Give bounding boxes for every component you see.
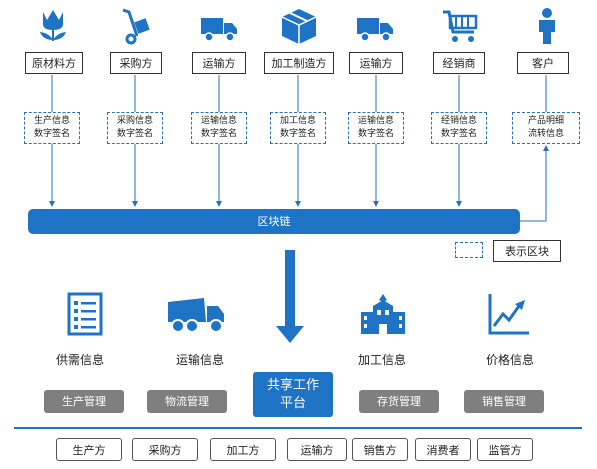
platform-line1: 共享工作 — [266, 378, 319, 393]
party-box: 加工方 — [210, 438, 276, 461]
party-box: 消费者 — [415, 438, 471, 461]
legend-label: 表示区块 — [493, 240, 561, 262]
info-block: 运输信息数字签名 — [191, 112, 247, 144]
management-box: 物流管理 — [147, 390, 227, 413]
info-line: 运输信息 — [357, 116, 394, 126]
blockchain-bar: 区块链 — [28, 209, 520, 234]
party-box: 生产方 — [56, 438, 122, 461]
actor-box: 经销商 — [433, 52, 485, 74]
party-box: 销售方 — [352, 438, 408, 461]
actor-box: 采购方 — [110, 52, 162, 74]
shared-info-label: 供需信息 — [55, 353, 104, 367]
party-box: 监管方 — [477, 438, 533, 461]
info-line: 生产信息 — [33, 116, 70, 126]
info-line: 数字签名 — [33, 129, 70, 139]
actor-box: 原材料方 — [25, 52, 83, 74]
actor-box: 运输方 — [349, 52, 403, 74]
factory-building-icon — [361, 294, 405, 334]
info-line: 流转信息 — [527, 129, 564, 139]
shared-info-label: 运输信息 — [175, 353, 224, 367]
info-line: 采购信息 — [116, 116, 153, 126]
info-line: 数字签名 — [440, 129, 477, 139]
truck-icon — [201, 18, 237, 42]
party-box: 采购方 — [132, 438, 198, 461]
tulip-icon — [40, 10, 66, 41]
info-block: 运输信息数字签名 — [348, 112, 404, 144]
info-block: 加工信息数字签名 — [270, 112, 326, 144]
person-icon — [539, 8, 555, 44]
info-block: 经销信息数字签名 — [431, 112, 487, 144]
box-icon — [281, 9, 317, 44]
truck-icon — [357, 18, 393, 42]
legend-swatch — [455, 242, 483, 258]
info-line: 加工信息 — [279, 116, 316, 126]
management-box: 生产管理 — [44, 390, 124, 413]
hand-truck-icon — [122, 8, 150, 45]
info-block: 产品明细流转信息 — [512, 112, 580, 144]
divider — [14, 427, 582, 429]
info-line: 数字签名 — [200, 129, 237, 139]
info-line: 数字签名 — [357, 129, 394, 139]
party-box: 运输方 — [287, 438, 347, 461]
shared-platform: 共享工作 平台 — [253, 372, 333, 417]
shopping-cart-icon — [443, 10, 478, 42]
actor-box: 加工制造方 — [264, 52, 334, 74]
checklist-icon — [67, 292, 103, 336]
info-block: 生产信息数字签名 — [24, 112, 80, 144]
actor-box: 客户 — [517, 52, 569, 74]
info-line: 运输信息 — [200, 116, 237, 126]
management-box: 销售管理 — [464, 390, 544, 413]
info-line: 数字签名 — [279, 129, 316, 139]
actor-box: 运输方 — [192, 52, 246, 74]
management-box: 存货管理 — [359, 390, 439, 413]
info-line: 数字签名 — [116, 129, 153, 139]
platform-line2: 平台 — [279, 396, 306, 411]
info-line: 产品明细 — [527, 116, 564, 126]
shared-info-label: 价格信息 — [485, 353, 534, 367]
info-block: 采购信息数字签名 — [107, 112, 163, 144]
shared-info-label: 加工信息 — [357, 353, 406, 367]
trend-chart-icon — [488, 294, 529, 335]
info-line: 经销信息 — [440, 116, 477, 126]
dump-truck-icon — [168, 298, 224, 333]
